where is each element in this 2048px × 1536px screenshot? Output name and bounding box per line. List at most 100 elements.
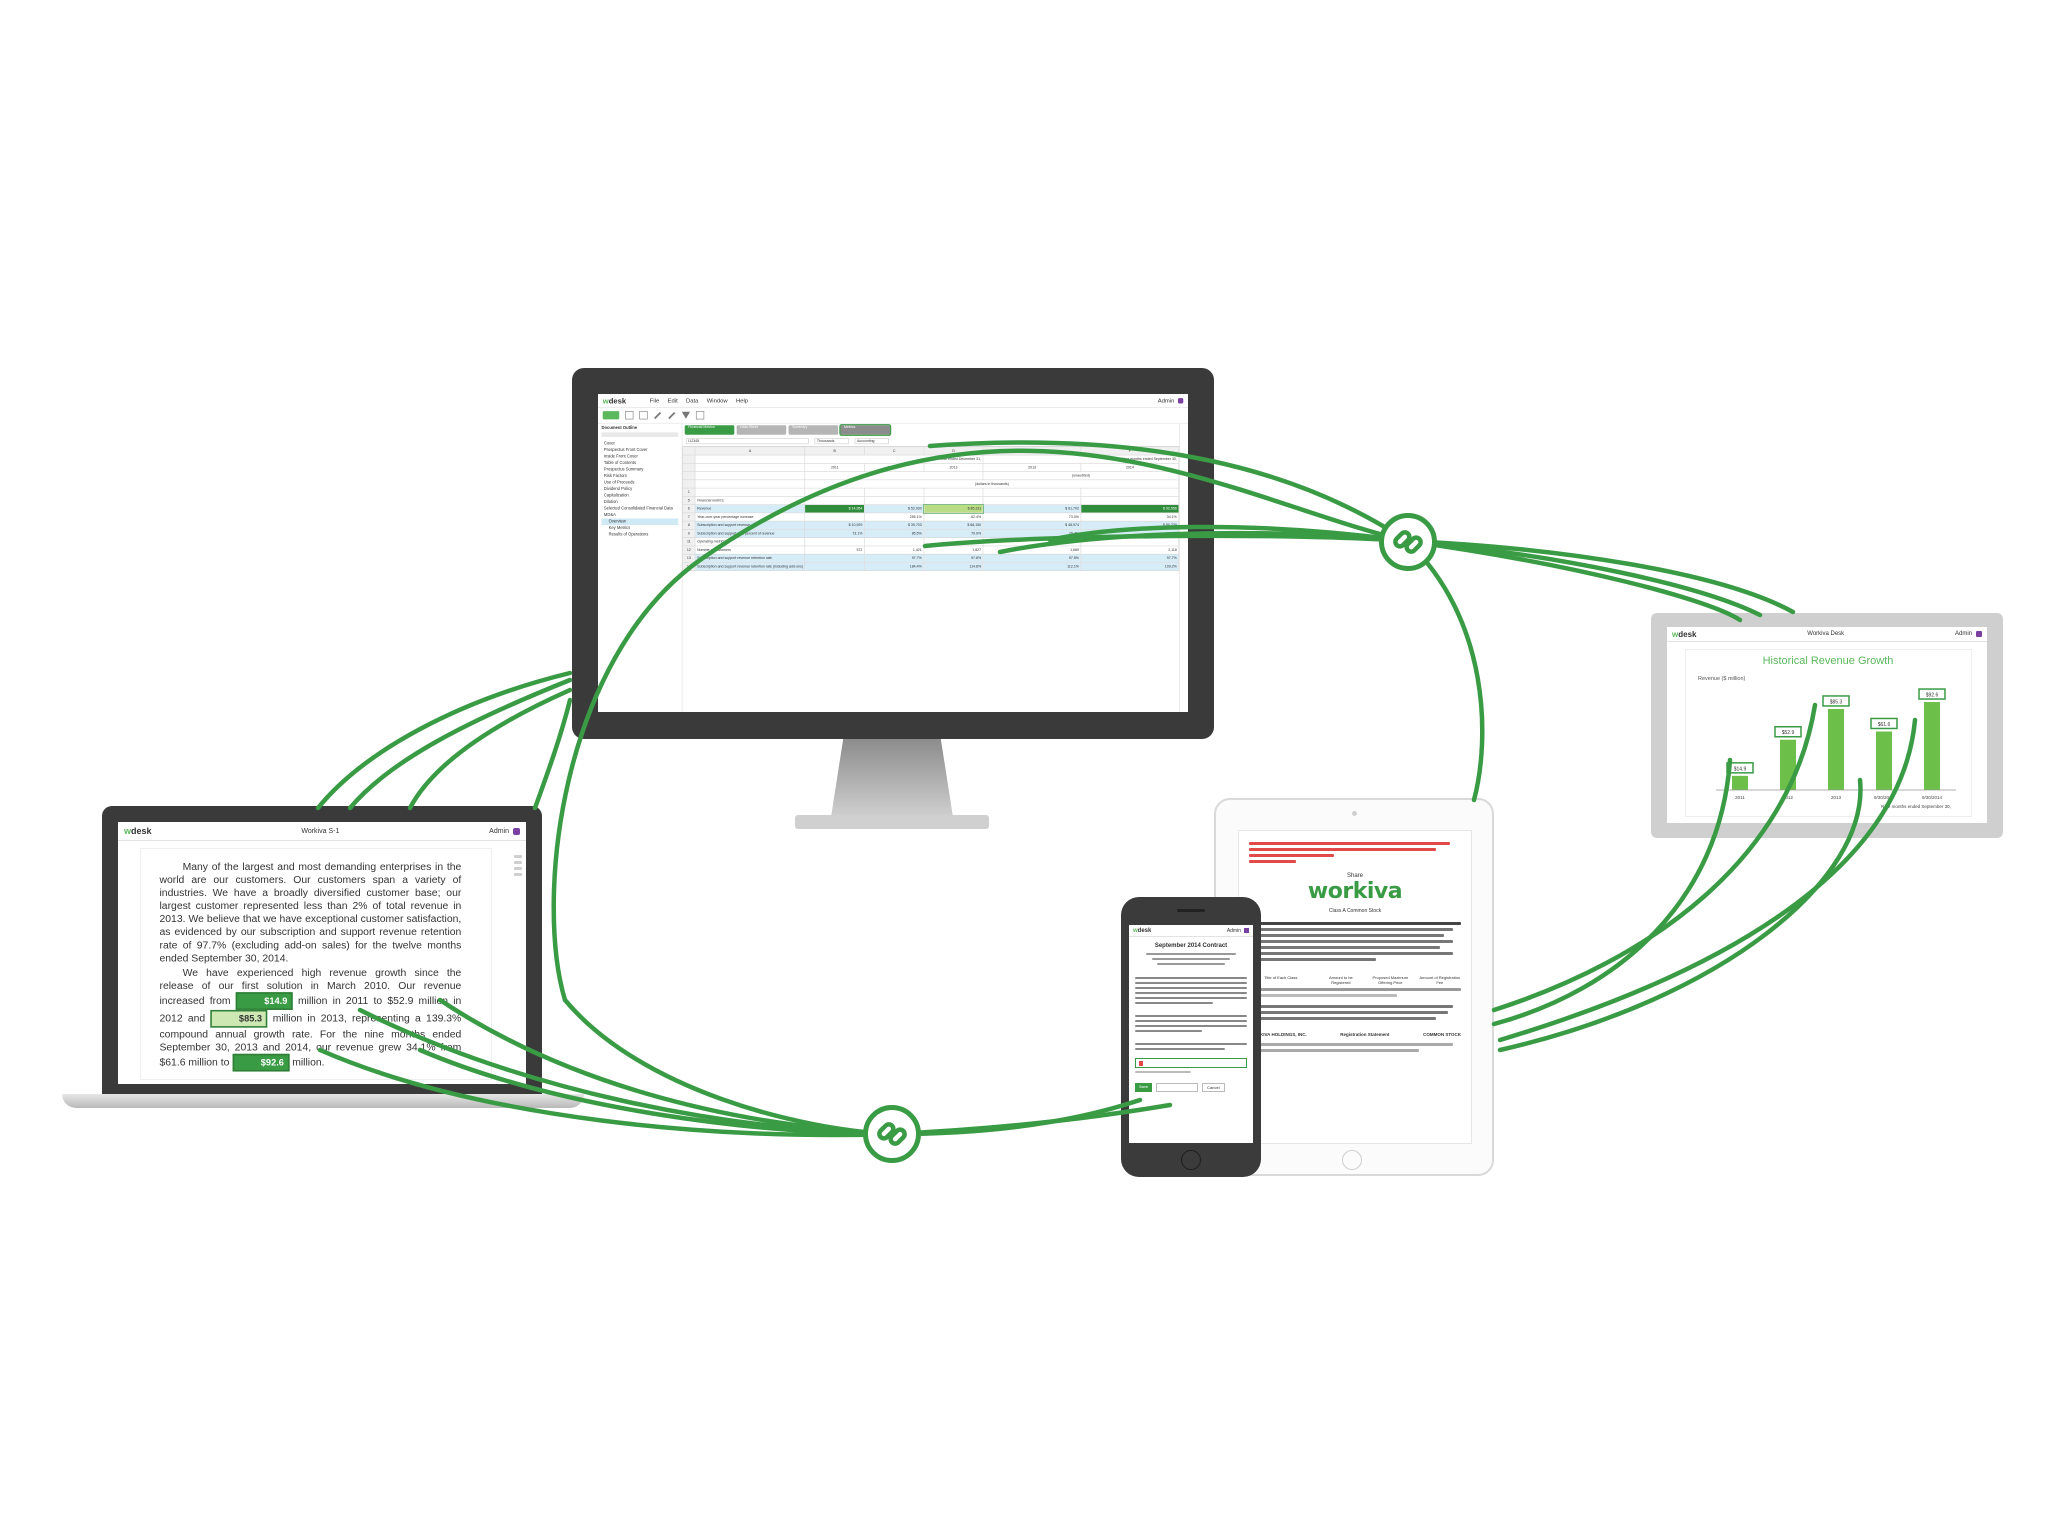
row-number[interactable]: 14 xyxy=(682,562,696,571)
row-number[interactable]: 5 xyxy=(682,496,696,505)
table-cell[interactable]: 1,689 xyxy=(982,545,1082,555)
sheet-tab[interactable]: Data Sheet xyxy=(736,425,787,435)
table-cell[interactable] xyxy=(1080,487,1180,497)
column-letter[interactable]: C xyxy=(864,446,925,456)
table-cell[interactable] xyxy=(864,487,925,497)
table-cell[interactable]: 1,827 xyxy=(923,545,984,555)
table-cell[interactable]: $ 68,150 xyxy=(923,520,984,530)
row-label[interactable]: Number of customers xyxy=(694,545,806,555)
sheet-tab[interactable]: Financial Metrics xyxy=(684,425,735,435)
table-cell[interactable] xyxy=(923,537,984,547)
table-cell[interactable]: $ 14,954 xyxy=(804,504,865,514)
row-label[interactable]: Subscription and support revenue retenti… xyxy=(694,553,806,563)
highlight-icon[interactable] xyxy=(668,411,676,419)
table-cell[interactable]: $ 10,929 xyxy=(804,520,865,530)
row-number[interactable]: 6 xyxy=(682,504,696,514)
table-cell[interactable]: 255.1% xyxy=(864,512,925,522)
table-cell[interactable]: $ 92,556 xyxy=(1080,504,1180,514)
table-cell[interactable] xyxy=(804,512,865,522)
done-button[interactable] xyxy=(602,411,620,420)
table-cell[interactable]: 97.7% xyxy=(864,553,925,563)
sheet-tab[interactable]: Metrics xyxy=(839,424,892,436)
menu-item-edit[interactable]: Edit xyxy=(667,397,678,404)
table-cell[interactable] xyxy=(982,487,1082,497)
table-cell[interactable]: 34.1% xyxy=(1080,512,1180,522)
user-avatar-icon[interactable] xyxy=(513,827,520,835)
user-menu[interactable]: Admin xyxy=(1157,397,1175,404)
table-cell[interactable]: 97.7% xyxy=(1080,553,1180,563)
table-cell[interactable]: 97.5% xyxy=(982,553,1082,563)
table-cell[interactable]: 97.8% xyxy=(923,553,984,563)
column-letter[interactable]: B xyxy=(804,446,865,456)
table-cell[interactable]: 73.1% xyxy=(804,529,865,538)
row-label[interactable]: Revenue xyxy=(694,504,806,514)
cell-reference[interactable]: I12345 xyxy=(685,438,809,445)
linked-value-2011[interactable]: $14.9 xyxy=(235,992,293,1010)
column-letter[interactable] xyxy=(682,446,696,456)
table-cell[interactable]: 114.8% xyxy=(923,562,984,571)
table-cell[interactable] xyxy=(923,487,984,497)
table-cell[interactable]: 1,421 xyxy=(864,545,925,555)
column-letter[interactable]: F xyxy=(1080,446,1180,456)
row-label[interactable]: Subscription and support revenue xyxy=(694,520,806,530)
table-cell[interactable] xyxy=(804,487,865,497)
user-menu[interactable]: Admin xyxy=(489,827,509,835)
pen-icon[interactable] xyxy=(654,411,662,419)
table-cell[interactable]: 73.0% xyxy=(982,512,1082,522)
user-avatar-icon[interactable] xyxy=(1244,928,1249,933)
grid-icon[interactable] xyxy=(695,411,705,420)
table-cell[interactable] xyxy=(804,496,865,505)
outline-item[interactable]: Cover xyxy=(603,441,615,446)
outline-item[interactable]: Results of Operations xyxy=(608,532,649,537)
table-cell[interactable]: 79.4% xyxy=(982,529,1082,538)
column-letter[interactable]: E xyxy=(982,446,1082,456)
row-label[interactable]: Operating metrics: xyxy=(694,537,806,547)
column-letter[interactable]: D xyxy=(923,446,984,456)
table-cell[interactable]: 86.7% xyxy=(1080,529,1180,538)
row-label[interactable] xyxy=(694,487,806,497)
table-cell[interactable] xyxy=(804,562,865,571)
table-cell[interactable]: 572 xyxy=(804,545,865,555)
table-cell[interactable] xyxy=(923,496,984,505)
copy-icon[interactable] xyxy=(625,411,634,420)
menu-item-window[interactable]: Window xyxy=(706,397,728,404)
row-label[interactable]: Subscription and support as a percent of… xyxy=(694,529,806,538)
user-avatar-icon[interactable] xyxy=(1976,631,1982,637)
linked-value-2013[interactable]: $85.3 xyxy=(210,1009,268,1028)
table-cell[interactable]: $ 85,311 xyxy=(923,504,984,514)
user-menu[interactable]: Admin xyxy=(1954,631,1972,637)
row-label[interactable]: Year-over-year percentage increase xyxy=(694,512,806,522)
linked-value-2014[interactable]: $92.6 xyxy=(232,1053,290,1072)
table-cell[interactable]: $ 61,702 xyxy=(982,504,1082,514)
row-number[interactable]: 11 xyxy=(682,537,696,547)
table-cell[interactable] xyxy=(804,553,865,563)
menu-bar[interactable]: File Edit Data Window Help xyxy=(650,397,757,403)
menu-item-help[interactable]: Help xyxy=(735,397,749,404)
row-number[interactable]: 1 xyxy=(682,487,696,497)
ipad-home-button[interactable] xyxy=(1342,1150,1362,1170)
row-number[interactable]: 9 xyxy=(682,529,696,538)
table-cell[interactable]: 184.4% xyxy=(864,562,925,571)
table-cell[interactable]: 85.5% xyxy=(864,529,925,538)
user-menu[interactable]: Admin xyxy=(1226,927,1241,934)
table-cell[interactable]: 109.2% xyxy=(1080,562,1180,571)
phone-home-button[interactable] xyxy=(1181,1150,1201,1170)
table-cell[interactable]: $ 52,930 xyxy=(864,504,925,514)
menu-item-data[interactable]: Data xyxy=(685,397,699,404)
table-cell[interactable]: $ 48,974 xyxy=(982,520,1082,530)
row-label[interactable]: Financial metrics: xyxy=(694,496,806,505)
table-cell[interactable]: 2,118 xyxy=(1080,545,1180,555)
row-number[interactable]: 13 xyxy=(682,553,696,563)
menu-item-file[interactable]: File xyxy=(649,397,660,404)
table-cell[interactable] xyxy=(1080,537,1180,547)
paste-icon[interactable] xyxy=(639,411,648,420)
table-cell[interactable] xyxy=(804,537,865,547)
save-button[interactable]: Save xyxy=(1135,1083,1153,1092)
table-cell[interactable]: 79.9% xyxy=(923,529,984,538)
table-cell[interactable]: $ 39,703 xyxy=(864,520,925,530)
table-cell[interactable] xyxy=(864,496,925,505)
row-label[interactable]: Subscription and support revenue retenti… xyxy=(694,562,806,571)
table-cell[interactable] xyxy=(864,537,925,547)
table-cell[interactable] xyxy=(1080,496,1180,505)
table-cell[interactable] xyxy=(982,537,1082,547)
